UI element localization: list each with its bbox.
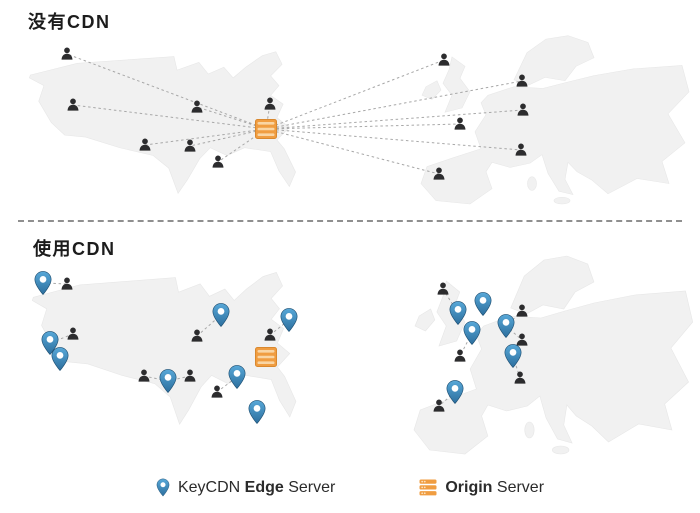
legend-origin-server-label: Origin Server bbox=[445, 479, 544, 497]
no-cdn-title: 没有CDN bbox=[28, 8, 111, 34]
edge-server-pin-icon bbox=[52, 347, 68, 370]
user-icon bbox=[62, 278, 73, 290]
origin-server-icon bbox=[256, 120, 277, 139]
cdn-europe-map bbox=[414, 256, 693, 454]
user-icon bbox=[62, 48, 73, 60]
edge-server-pin-icon bbox=[475, 292, 491, 315]
with-cdn-title: 使用CDN bbox=[33, 235, 116, 261]
user-icon bbox=[439, 54, 450, 66]
user-icon bbox=[455, 350, 466, 362]
origin-to-user-line bbox=[266, 124, 460, 129]
origin-to-user-line bbox=[266, 60, 444, 129]
edge-server-pin-icon bbox=[229, 365, 245, 388]
user-icon bbox=[455, 118, 466, 130]
edge-server-pin-icon bbox=[249, 400, 265, 423]
origin-server-icon bbox=[419, 479, 437, 496]
edge-server-pin-icon bbox=[35, 271, 51, 294]
edge-server-pin-icon bbox=[156, 478, 170, 497]
edge-server-pin-icon bbox=[464, 321, 480, 344]
legend: KeyCDN Edge Server Origin Server bbox=[0, 478, 700, 497]
legend-origin-server: Origin Server bbox=[419, 479, 544, 497]
legend-edge-server-label: KeyCDN Edge Server bbox=[178, 479, 335, 497]
legend-edge-server: KeyCDN Edge Server bbox=[156, 478, 335, 497]
origin-server-icon bbox=[256, 348, 277, 367]
section-divider bbox=[18, 220, 682, 222]
